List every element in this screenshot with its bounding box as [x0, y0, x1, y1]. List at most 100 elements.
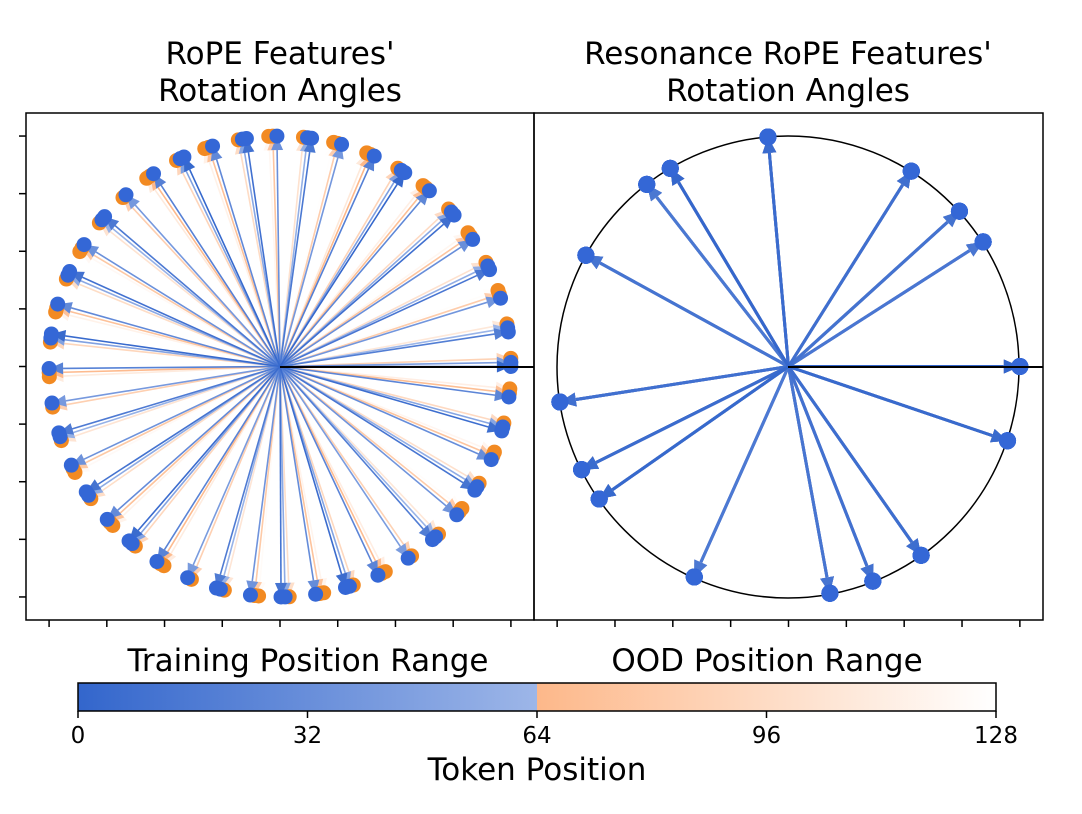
vector-line-pos-14: [645, 183, 790, 368]
endpoint-pos-13: [482, 262, 498, 278]
vector-line-pos-7: [279, 214, 455, 368]
rope-vector-endpoints: [41, 128, 519, 605]
vector-line-pos-17: [215, 366, 281, 589]
endpoint-pos-33: [269, 128, 285, 144]
right-title-line-2: Rotation Angles: [666, 73, 910, 109]
vector-line-pos-4: [128, 365, 281, 542]
endpoint-pos-2: [176, 149, 192, 165]
vector-line-pos-35: [70, 365, 281, 466]
endpoint-pos-40: [118, 187, 134, 203]
vector-line-pos-39: [279, 144, 343, 367]
endpoint-pos-5: [573, 461, 591, 479]
vector-line-pos-13: [787, 240, 984, 368]
vector-line-pos-1: [668, 167, 790, 368]
endpoint-pos-27: [205, 138, 221, 154]
endpoint-pos-18: [424, 532, 440, 548]
vector-line-pos-8: [245, 138, 281, 367]
vector-line-pos-27: [211, 145, 281, 367]
vector-line-pos-5: [279, 366, 347, 588]
rope-angles-panel: [19, 112, 535, 627]
endpoint-pos-10: [78, 484, 94, 500]
colorbar-tick-label: 0: [71, 723, 86, 749]
training-range-label: Training Position Range: [127, 643, 489, 679]
token-position-colorbar: Training Position Range OOD Position Ran…: [71, 643, 1018, 788]
vector-line-pos-9: [69, 270, 281, 368]
rope-axis-ticks: [19, 135, 512, 627]
endpoint-pos-15: [97, 209, 113, 225]
vector-line-pos-41: [51, 365, 281, 404]
vector-line-pos-34: [83, 243, 281, 368]
resonance-vector-endpoints: [551, 128, 1029, 602]
endpoint-pos-15: [685, 568, 703, 586]
endpoint-pos-17: [208, 580, 224, 596]
left-title-line-1: RoPE Features': [165, 36, 394, 72]
vector-line-pos-2: [183, 156, 281, 367]
endpoint-pos-12: [821, 584, 839, 602]
endpoint-pos-41: [44, 395, 60, 411]
endpoint-pos-8: [238, 130, 254, 146]
endpoint-pos-1: [661, 159, 679, 177]
endpoint-pos-11: [273, 589, 289, 605]
right-title-line-1: Resonance RoPE Features': [584, 36, 992, 72]
endpoint-pos-16: [51, 425, 67, 441]
vector-line-pos-2: [598, 365, 790, 501]
vector-line-pos-11: [279, 366, 282, 597]
vector-line-pos-15: [692, 365, 790, 578]
colorbar-training-gradient: [78, 683, 537, 711]
endpoint-pos-29: [99, 511, 115, 527]
colorbar-tick-label: 32: [293, 723, 322, 749]
endpoint-pos-21: [146, 166, 162, 182]
endpoint-pos-30: [308, 586, 324, 602]
vector-line-pos-9: [787, 365, 875, 582]
vector-line-pos-40: [125, 194, 281, 368]
endpoint-pos-8: [551, 393, 569, 411]
resonance-vector-lines: [559, 136, 1020, 594]
arrowhead-pos-14: [303, 138, 316, 153]
vector-line-pos-8: [559, 365, 789, 404]
endpoint-pos-38: [493, 290, 509, 306]
vector-line-pos-22: [49, 365, 281, 370]
vector-line-pos-14: [279, 138, 313, 367]
vector-line-pos-6: [279, 365, 502, 432]
vector-line-pos-21: [152, 173, 281, 367]
endpoint-pos-4: [121, 533, 137, 549]
vector-line-pos-4: [766, 136, 790, 367]
vector-line-pos-13: [279, 268, 490, 368]
endpoint-pos-3: [43, 326, 59, 342]
endpoint-pos-37: [449, 507, 465, 523]
endpoint-pos-43: [400, 550, 416, 566]
vector-line-pos-10: [85, 365, 281, 493]
endpoint-pos-23: [149, 554, 165, 570]
endpoint-pos-28: [50, 296, 66, 312]
vector-line-pos-15: [104, 216, 281, 368]
endpoint-pos-24: [370, 567, 386, 583]
colorbar-tick-label: 96: [752, 723, 781, 749]
vector-line-pos-12: [279, 365, 476, 491]
vector-line-pos-43: [279, 366, 409, 559]
vector-line-pos-42: [186, 366, 281, 579]
endpoint-pos-14: [638, 175, 656, 193]
vector-line-pos-37: [279, 365, 458, 516]
vector-line-pos-20: [279, 155, 375, 367]
endpoint-pos-13: [974, 233, 992, 251]
endpoint-pos-6: [494, 423, 510, 439]
left-title-line-2: Rotation Angles: [158, 73, 402, 109]
endpoint-pos-4: [759, 128, 777, 146]
vector-line-pos-32: [279, 238, 474, 368]
endpoint-pos-9: [62, 264, 78, 280]
endpoint-pos-12: [467, 482, 483, 498]
vector-line-pos-1: [279, 172, 406, 367]
vector-line-pos-16: [58, 365, 281, 434]
arrowhead-pos-3: [51, 330, 67, 342]
endpoint-pos-35: [63, 457, 79, 473]
vector-line-pos-12: [787, 366, 832, 594]
vector-line-pos-24: [279, 366, 379, 576]
vector-line-pos-3: [51, 333, 281, 368]
vector-line-pos-18: [279, 365, 434, 541]
vector-line-pos-11: [585, 253, 790, 368]
endpoint-pos-7: [902, 162, 920, 180]
endpoint-pos-34: [76, 237, 92, 253]
endpoint-pos-36: [242, 587, 258, 603]
